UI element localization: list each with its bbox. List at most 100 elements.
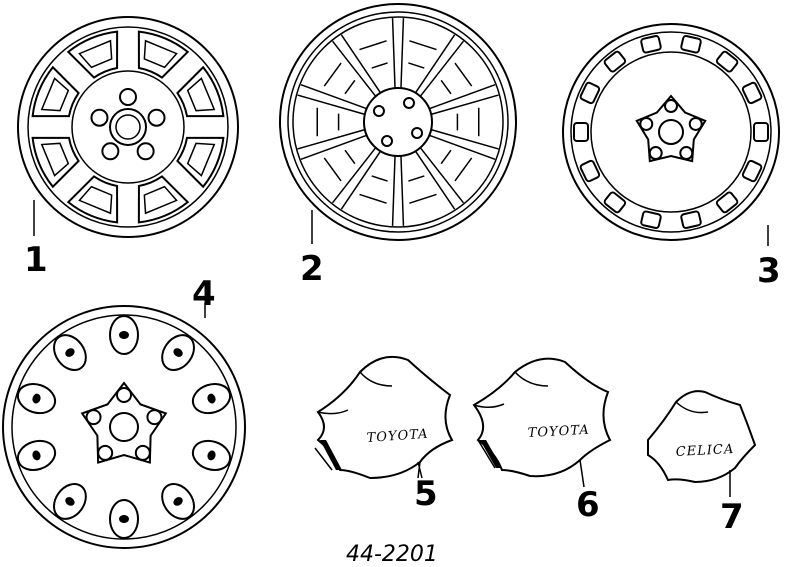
vent-dot	[65, 348, 75, 357]
center-cap-5: TOYOTA	[314, 356, 454, 480]
window-rib	[408, 175, 425, 182]
spoke-edge	[414, 150, 456, 210]
window-inner	[40, 77, 70, 112]
lug-hole	[679, 146, 694, 161]
lug-hole	[97, 444, 114, 461]
wheel-3	[562, 23, 780, 246]
window	[137, 30, 190, 79]
wheel-2-lug-holes	[372, 96, 424, 148]
lug-hole	[119, 88, 137, 106]
vent-dot	[119, 515, 129, 523]
window-rib	[323, 157, 342, 182]
center-cap-6: TOYOTA	[472, 357, 612, 478]
diagram-number: 44-2201	[346, 542, 438, 567]
window	[137, 175, 190, 224]
vent-dot	[32, 393, 41, 404]
window-inner	[143, 39, 178, 69]
lug-hole	[146, 409, 163, 426]
lug-hole	[639, 116, 654, 131]
window	[176, 136, 225, 189]
callout-4: 4	[192, 274, 216, 314]
spoke-edge	[331, 40, 377, 97]
center-bore	[658, 119, 684, 145]
wheel-1-windows	[31, 30, 225, 224]
spoke-edge	[300, 134, 367, 160]
window-inner	[186, 77, 216, 112]
lug-hole	[411, 127, 424, 139]
wheel-4-vents	[16, 315, 232, 539]
window-rib	[408, 62, 425, 69]
wheel-2	[279, 3, 517, 244]
lug-hole	[85, 409, 102, 426]
slot	[603, 50, 627, 73]
slot	[579, 81, 601, 105]
vent-dot	[207, 450, 216, 461]
spoke-edge	[430, 94, 499, 116]
window-rib	[371, 175, 388, 182]
window-rib	[359, 40, 387, 51]
spoke-edge	[400, 18, 405, 89]
spoke-edge	[400, 155, 405, 226]
window	[66, 175, 119, 224]
spoke-edge	[297, 94, 366, 116]
lug-hole	[90, 108, 109, 127]
window-inner	[78, 39, 113, 69]
wheel-4	[2, 303, 246, 549]
window-rib	[409, 193, 437, 204]
vent-dot	[207, 393, 216, 404]
slot	[640, 210, 662, 229]
window-rib	[344, 79, 356, 95]
lug-hole	[664, 99, 678, 113]
window-rib	[409, 40, 437, 51]
window-rib	[440, 149, 452, 165]
callout-5: 5	[414, 474, 438, 514]
spoke-edge	[391, 155, 396, 226]
vent-dot	[32, 450, 41, 461]
lug-hole	[372, 105, 385, 117]
callout-6: 6	[576, 485, 600, 525]
window-inner	[186, 142, 216, 177]
spoke-edge	[297, 128, 366, 150]
leader-5	[417, 461, 423, 479]
window-inner	[143, 185, 178, 215]
lug-hole	[116, 387, 132, 403]
window	[31, 136, 80, 189]
spoke-edge	[430, 128, 499, 150]
wheel-2-spokes	[297, 18, 499, 226]
slot	[680, 210, 702, 229]
window-rib	[371, 62, 388, 69]
spoke-edge	[331, 147, 377, 204]
slot	[715, 191, 739, 214]
window	[31, 65, 80, 118]
lug-hole	[147, 108, 166, 127]
cap-7-emblem: CELICA	[675, 442, 734, 460]
window-inner	[40, 142, 70, 177]
slot	[753, 122, 769, 142]
hub-plate	[635, 94, 707, 163]
spoke-edge	[391, 18, 396, 89]
slot	[640, 35, 662, 54]
window-rib	[344, 149, 356, 165]
slot	[741, 81, 763, 105]
slot	[573, 122, 589, 142]
callout-2: 2	[300, 249, 324, 289]
leader-6	[579, 459, 585, 488]
slot	[579, 159, 601, 183]
vent-dot	[65, 497, 75, 506]
vent-dot	[119, 331, 129, 339]
wheel-1-lug-holes	[90, 88, 166, 161]
cap-6-emblem: TOYOTA	[527, 423, 590, 441]
spoke-edge	[414, 34, 456, 94]
spoke-edge	[429, 134, 496, 160]
vent-dot	[173, 497, 183, 506]
slot	[715, 50, 739, 73]
spoke-edge	[419, 40, 465, 97]
cap-5-emblem: TOYOTA	[366, 427, 429, 446]
callout-7: 7	[720, 497, 744, 537]
slot	[741, 159, 763, 183]
lug-hole	[381, 135, 393, 148]
center-bore	[109, 412, 139, 442]
slot	[603, 191, 627, 214]
window-rib	[454, 62, 473, 87]
